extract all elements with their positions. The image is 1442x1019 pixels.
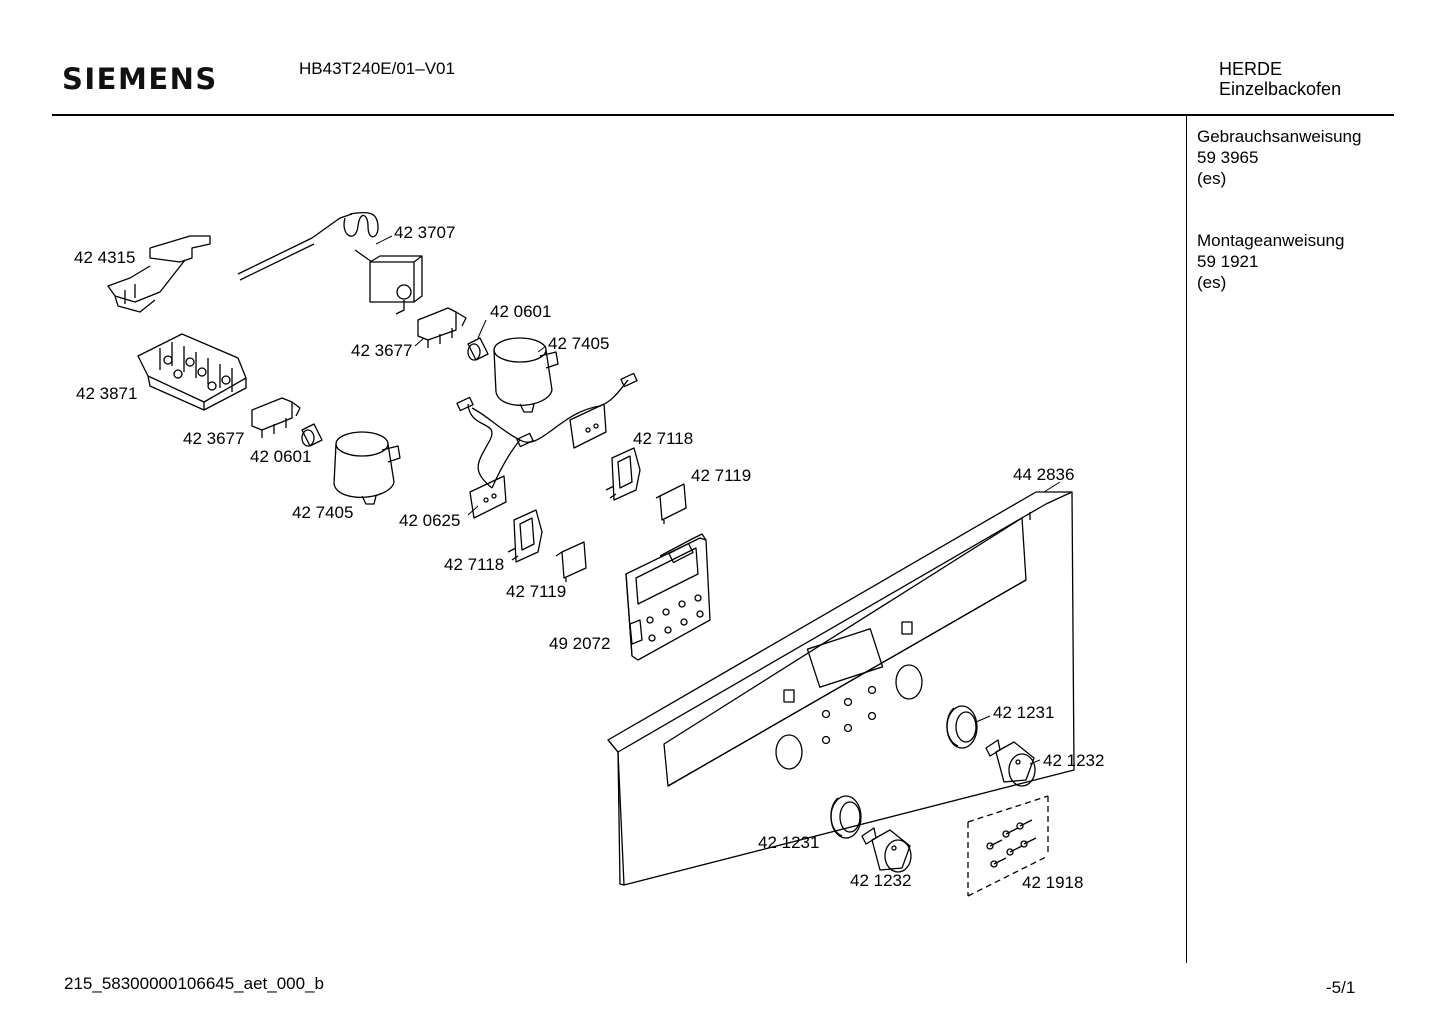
part-label-442836: 44 2836 <box>1013 465 1074 484</box>
part-label-421232: 42 1232 <box>1043 751 1104 770</box>
control-knob-part <box>861 827 912 873</box>
part-label-427405: 42 7405 <box>292 503 353 522</box>
doc-number: 59 1921 <box>1197 252 1259 271</box>
knob-ring-part <box>830 795 862 839</box>
doc-usage-manual[interactable]: Gebrauchsanweisung 59 3965 (es) <box>1197 126 1361 189</box>
part-label-427405: 42 7405 <box>548 334 609 353</box>
header-divider <box>52 114 1394 116</box>
part-label-427119: 42 7119 <box>691 466 751 485</box>
part-label-423677: 42 3677 <box>183 429 244 448</box>
brand-logo: SIEMENS <box>62 62 218 96</box>
doc-language: (es) <box>1197 169 1227 188</box>
doc-language: (es) <box>1197 273 1227 292</box>
part-label-420601: 42 0601 <box>490 302 551 321</box>
part-label-421231: 42 1231 <box>993 703 1054 722</box>
part-label-427118: 42 7118 <box>444 555 504 574</box>
part-label-423677: 42 3677 <box>351 341 412 360</box>
lamp-holder-part <box>493 337 559 413</box>
lamp-part <box>467 337 489 361</box>
part-label-423871: 42 3871 <box>76 384 137 403</box>
doc-number: 59 3965 <box>1197 148 1259 167</box>
control-panel-part <box>607 491 1075 886</box>
mounting-bracket-part <box>507 509 543 563</box>
sidebar-divider <box>1186 116 1187 963</box>
knob-ring-part <box>946 705 978 749</box>
screws-part <box>967 795 1049 897</box>
terminal-block-part <box>137 333 247 411</box>
part-label-420625: 42 0625 <box>399 511 460 530</box>
part-label-427118: 42 7118 <box>633 429 693 448</box>
electronic-module-part <box>625 533 711 661</box>
part-label-492072: 49 2072 <box>549 634 610 653</box>
part-label-421918: 42 1918 <box>1022 873 1083 892</box>
doc-title: Montageanweisung <box>1197 231 1345 250</box>
connector-part <box>417 307 467 348</box>
leader-lines <box>375 235 1061 765</box>
category-title: HERDE <box>1219 59 1283 79</box>
lamp-part <box>301 423 323 447</box>
control-knob-part <box>985 739 1036 787</box>
doc-title: Gebrauchsanweisung <box>1197 127 1362 146</box>
part-label-421231: 42 1231 <box>758 833 819 852</box>
part-label-423707: 42 3707 <box>394 223 455 242</box>
mounting-bracket-part <box>605 447 641 501</box>
page-number: -5/1 <box>1326 978 1356 997</box>
connector-part <box>251 397 301 438</box>
part-label-421232: 42 1232 <box>850 871 911 890</box>
lamp-holder-part <box>333 431 401 505</box>
wiring-harness-part <box>456 372 638 519</box>
plate-part <box>655 483 687 524</box>
thermostat-part <box>237 211 423 315</box>
plate-part <box>555 541 587 582</box>
exploded-parts-diagram: 42 4315 42 3707 42 0601 42 7405 42 3677 … <box>74 211 1104 897</box>
doc-installation-manual[interactable]: Montageanweisung 59 1921 (es) <box>1197 230 1344 293</box>
part-label-424315: 42 4315 <box>74 248 135 267</box>
part-label-420601: 42 0601 <box>250 447 311 466</box>
model-number: HB43T240E/01–V01 <box>299 59 455 78</box>
part-label-427119: 42 7119 <box>506 582 566 601</box>
bracket-part <box>107 235 211 313</box>
document-code: 215_58300000106645_aet_000_b <box>64 974 324 993</box>
category-subtitle: Einzelbackofen <box>1219 79 1342 99</box>
